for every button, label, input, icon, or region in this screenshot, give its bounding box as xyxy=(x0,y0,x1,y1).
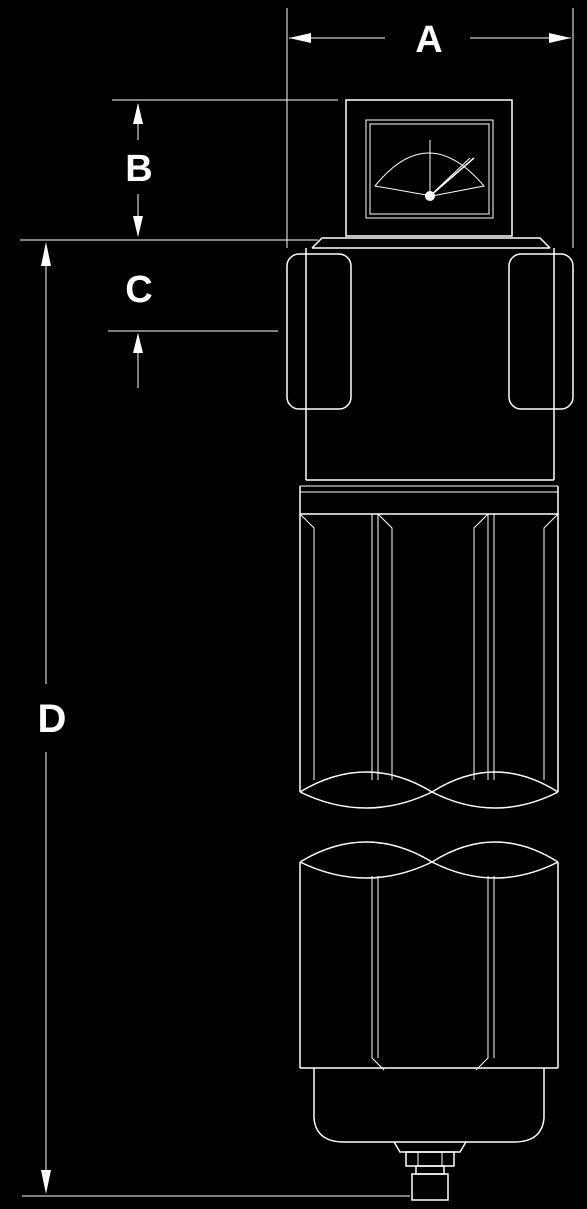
dimension-a-arrow-right xyxy=(549,33,571,43)
dimension-a-label: A xyxy=(415,19,442,61)
dimension-a-arrow-left xyxy=(289,33,311,43)
gauge-pivot xyxy=(425,191,435,201)
rib-center-left xyxy=(371,513,393,780)
head-top-chamfer xyxy=(311,237,551,249)
drain-valve xyxy=(393,1141,467,1201)
drain-nut xyxy=(405,1151,455,1167)
break-line-upper-b xyxy=(299,771,559,809)
gauge-needle-edge xyxy=(433,157,471,193)
inlet-port xyxy=(286,253,352,410)
pressure-gauge xyxy=(345,99,513,237)
dimension-d-arrow-down xyxy=(41,1170,51,1194)
bowl-lower xyxy=(299,841,559,1143)
drain-cap xyxy=(411,1173,449,1201)
filter-head xyxy=(286,237,574,481)
dimension-c: C xyxy=(108,269,278,388)
gauge-window-inner xyxy=(369,123,490,215)
dimension-c-label: C xyxy=(125,269,152,311)
gauge-needle xyxy=(429,157,475,197)
dimension-d-label: D xyxy=(38,697,67,741)
dimension-b-arrow-down xyxy=(133,216,143,237)
rib-lower-left xyxy=(371,876,385,1071)
dimension-b: B xyxy=(112,99,338,237)
break-line-lower-a xyxy=(299,841,559,879)
gauge-dial-face xyxy=(374,152,485,197)
drain-boss xyxy=(393,1141,467,1153)
gauge-housing xyxy=(345,99,513,237)
bowl-bottom xyxy=(313,1068,545,1143)
dimension-b-arrow-up xyxy=(133,103,143,124)
rib-center-right xyxy=(473,513,495,780)
dimension-c-arrow-up xyxy=(133,333,143,353)
rib-outer-left xyxy=(299,513,315,780)
bowl-upper xyxy=(299,492,559,809)
break-line-lower-b xyxy=(299,841,559,879)
drain-neck xyxy=(415,1165,445,1175)
break-line-upper-a xyxy=(299,771,559,809)
bowl-collar xyxy=(299,485,559,493)
outlet-port xyxy=(508,253,574,410)
dimension-d-arrow-up xyxy=(41,242,51,266)
dimension-d: D xyxy=(22,242,410,1197)
dimension-a: A xyxy=(286,8,574,248)
gauge-window-outer xyxy=(365,119,494,219)
rib-outer-right xyxy=(543,513,559,780)
dimension-b-label: B xyxy=(125,148,152,190)
rib-lower-right xyxy=(475,876,495,1071)
